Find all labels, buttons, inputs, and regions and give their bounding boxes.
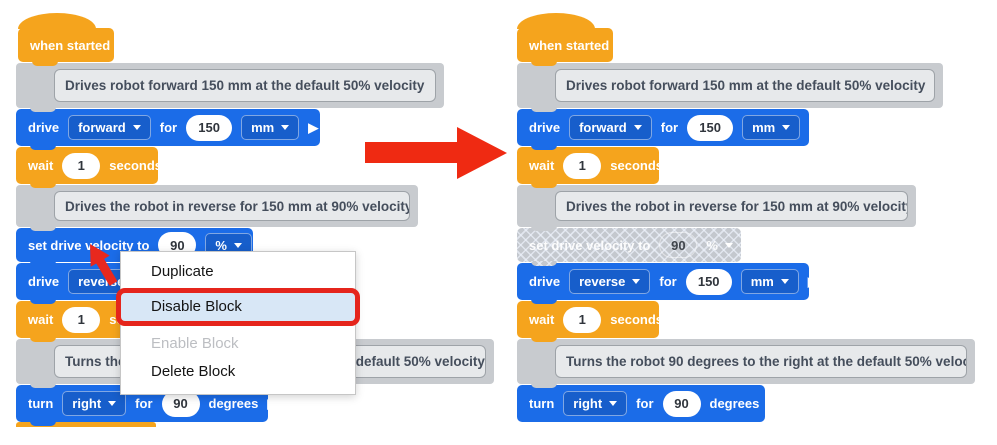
unit-value: mm xyxy=(750,274,774,289)
for-label: for xyxy=(135,396,153,411)
direction-dropdown[interactable]: forward xyxy=(68,115,151,140)
when-started-label: when started xyxy=(30,37,111,53)
seconds-label: seconds xyxy=(610,312,664,327)
comment-text: Drives the robot in reverse for 150 mm a… xyxy=(555,191,908,221)
direction-dropdown[interactable]: reverse xyxy=(569,269,651,294)
expand-play-icon[interactable]: ▶ xyxy=(807,274,818,289)
comment-text: Drives robot forward 150 mm at the defau… xyxy=(54,69,436,102)
transition-arrow-icon xyxy=(457,127,507,179)
red-cursor-arrow-icon xyxy=(90,244,118,286)
wait-block[interactable]: wait 1 seconds xyxy=(16,147,162,188)
velocity-unit-dropdown-disabled: % xyxy=(706,238,733,253)
chevron-down-icon xyxy=(132,125,141,130)
comment-text: Drives the robot in reverse for 150 mm a… xyxy=(54,191,410,221)
set-velocity-label: set drive velocity to xyxy=(28,237,150,253)
velocity-input-disabled: 90 xyxy=(659,232,698,258)
direction-dropdown[interactable]: forward xyxy=(569,115,652,140)
for-label: for xyxy=(159,120,178,135)
unit-value: mm xyxy=(251,120,275,135)
menu-item-duplicate[interactable]: Duplicate xyxy=(151,263,214,280)
comment-text: Turns the robot 90 degrees to the right … xyxy=(555,345,967,378)
set-drive-velocity-block-disabled[interactable]: set drive velocity to 90 % xyxy=(517,228,741,266)
when-started-block[interactable]: when started xyxy=(18,13,114,66)
menu-item-disable-block[interactable]: Disable Block xyxy=(116,288,360,326)
when-started-block[interactable]: when started xyxy=(517,13,613,66)
degrees-input[interactable]: 90 xyxy=(662,390,701,417)
comment-block-forward[interactable]: Drives robot forward 150 mm at the defau… xyxy=(517,63,943,112)
menu-item-enable-block: Enable Block xyxy=(151,335,239,352)
expand-play-icon[interactable]: ▶ xyxy=(809,120,820,135)
turn-label: turn xyxy=(529,396,555,411)
workspace-after: when started Drives robot forward 150 mm… xyxy=(501,0,997,445)
turn-label: turn xyxy=(28,396,54,411)
comment-text: Drives robot forward 150 mm at the defau… xyxy=(555,69,935,102)
drive-label: drive xyxy=(28,274,60,289)
chevron-down-icon xyxy=(233,242,242,248)
unit-value: % xyxy=(215,237,227,253)
wait-seconds-input[interactable]: 1 xyxy=(62,306,101,333)
wait-label: wait xyxy=(28,312,54,327)
seconds-label: seconds xyxy=(610,158,664,173)
distance-input[interactable]: 150 xyxy=(186,114,233,141)
drive-reverse-block[interactable]: drive reverse for 150 mm ▶ xyxy=(517,263,818,304)
chevron-down-icon xyxy=(281,125,290,130)
comment-block-forward[interactable]: Drives robot forward 150 mm at the defau… xyxy=(16,63,444,112)
wait-seconds-input[interactable]: 1 xyxy=(563,152,602,179)
degrees-label: degrees xyxy=(709,396,760,411)
unit-value: % xyxy=(706,237,718,253)
drive-label: drive xyxy=(529,120,561,135)
unit-value: mm xyxy=(752,120,776,135)
wait-label: wait xyxy=(28,158,54,173)
direction-value: forward xyxy=(579,120,627,135)
distance-input[interactable]: 150 xyxy=(687,114,734,141)
menu-item-delete-block[interactable]: Delete Block xyxy=(151,363,236,380)
chevron-down-icon xyxy=(633,125,642,130)
comment-block-reverse[interactable]: Drives the robot in reverse for 150 mm a… xyxy=(16,185,418,231)
direction-value: right xyxy=(573,396,603,411)
drive-label: drive xyxy=(529,274,561,289)
next-block-sliver xyxy=(16,422,156,427)
drive-forward-block[interactable]: drive forward for 150 mm ▶ xyxy=(517,109,819,150)
when-started-label: when started xyxy=(529,37,610,53)
set-velocity-label: set drive velocity to xyxy=(529,237,651,253)
wait-seconds-input[interactable]: 1 xyxy=(563,306,602,333)
expand-play-icon[interactable]: ▶ xyxy=(768,396,779,411)
turn-direction-dropdown[interactable]: right xyxy=(563,391,628,416)
expand-play-icon[interactable]: ▶ xyxy=(308,120,319,135)
seconds-label: seconds xyxy=(109,158,163,173)
transition-arrow-shaft xyxy=(365,142,460,163)
chevron-down-icon xyxy=(782,125,791,130)
for-label: for xyxy=(659,274,677,289)
wait-label: wait xyxy=(529,312,555,327)
chevron-down-icon xyxy=(609,401,618,406)
unit-dropdown[interactable]: mm xyxy=(740,269,799,294)
block-context-menu: Duplicate Disable Block Enable Block Del… xyxy=(116,251,360,395)
degrees-label: degrees xyxy=(208,396,259,411)
turn-direction-dropdown[interactable]: right xyxy=(62,391,127,416)
chevron-down-icon xyxy=(780,279,789,284)
for-label: for xyxy=(660,120,679,135)
comment-block-reverse[interactable]: Drives the robot in reverse for 150 mm a… xyxy=(517,185,916,231)
drive-label: drive xyxy=(28,120,60,135)
comment-block-turn[interactable]: Turns the robot 90 degrees to the right … xyxy=(517,339,975,388)
chevron-down-icon xyxy=(724,242,733,248)
chevron-down-icon xyxy=(632,279,641,284)
unit-dropdown[interactable]: mm xyxy=(241,115,300,140)
wait-block[interactable]: wait 1 seconds xyxy=(517,147,663,188)
direction-value: reverse xyxy=(579,274,626,289)
chevron-down-icon xyxy=(108,401,117,406)
drive-forward-block[interactable]: drive forward for 150 mm ▶ xyxy=(16,109,320,150)
direction-value: forward xyxy=(78,120,126,135)
wait-seconds-input[interactable]: 1 xyxy=(62,152,101,179)
turn-block[interactable]: turn right for 90 degrees ▶ xyxy=(517,385,778,422)
for-label: for xyxy=(636,396,654,411)
expand-play-icon[interactable]: ▶ xyxy=(267,396,278,411)
direction-value: right xyxy=(72,396,102,411)
distance-input[interactable]: 150 xyxy=(685,268,732,295)
unit-dropdown[interactable]: mm xyxy=(742,115,801,140)
wait-label: wait xyxy=(529,158,555,173)
wait-block[interactable]: wait 1 seconds xyxy=(517,301,663,342)
